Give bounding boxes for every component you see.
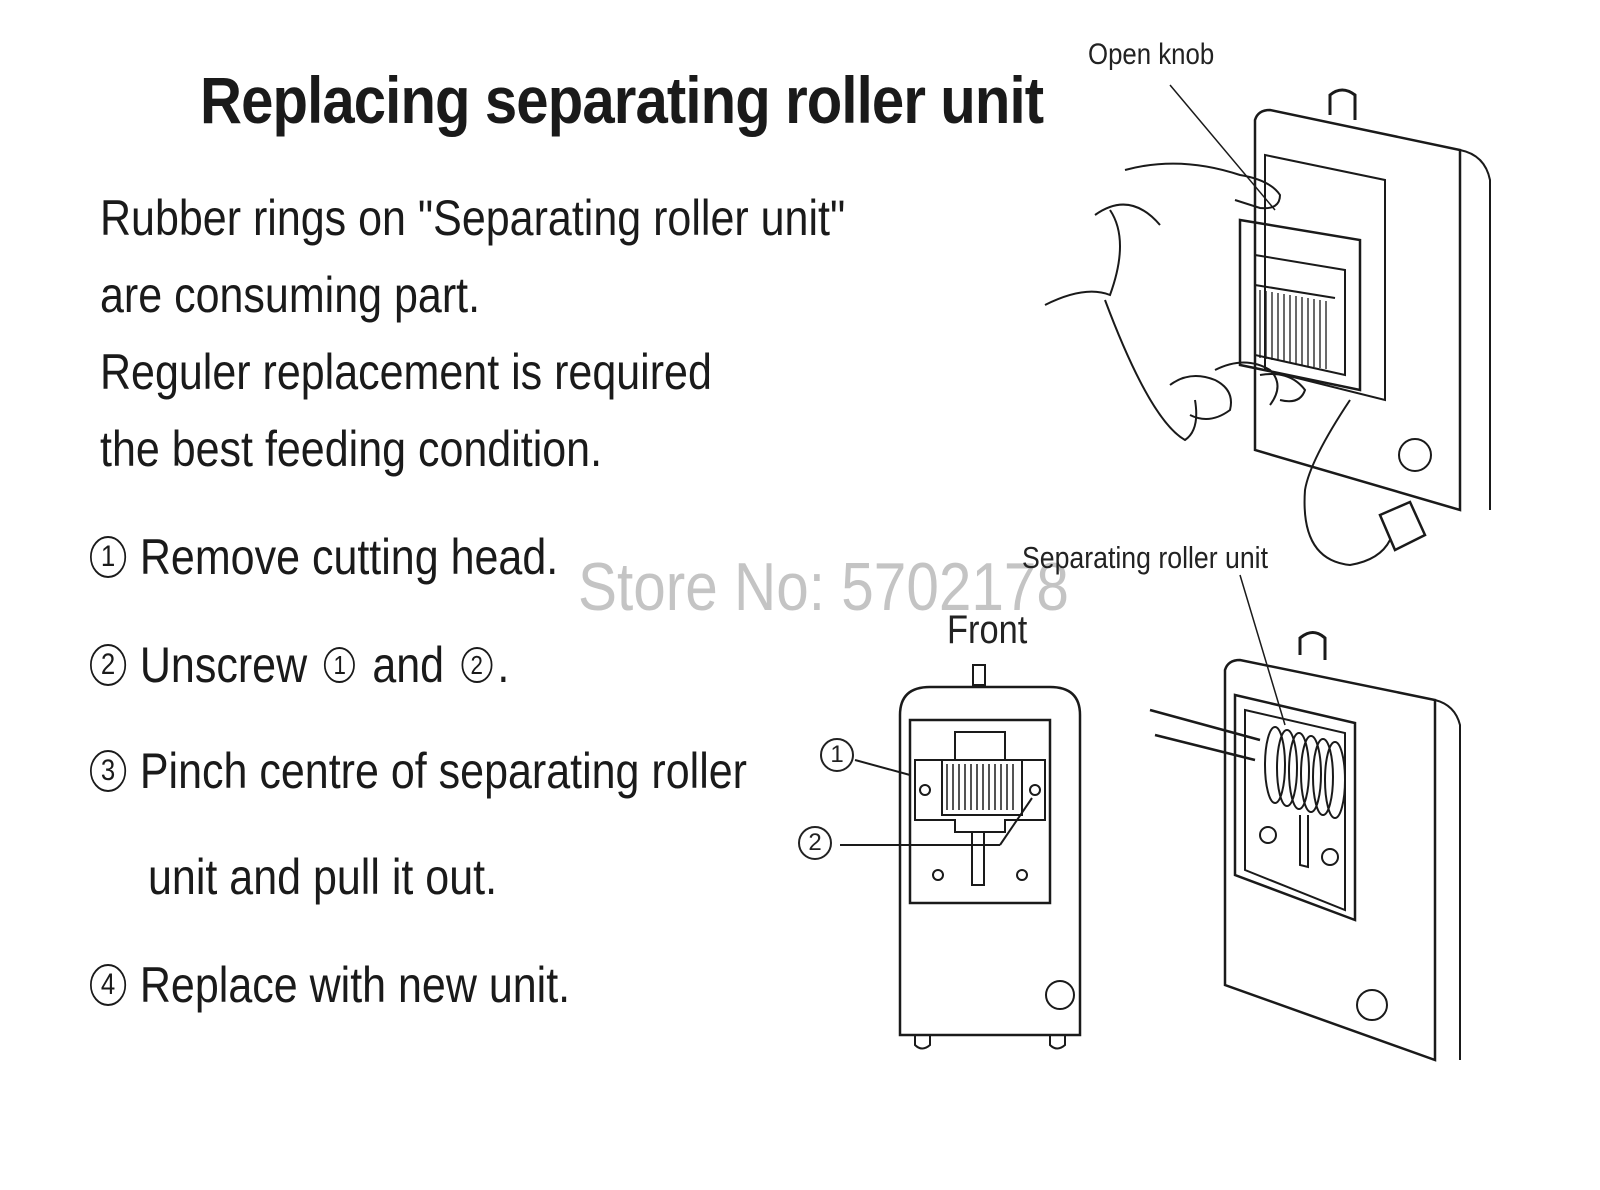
machine-body bbox=[1225, 660, 1435, 1060]
roller-top bbox=[1255, 285, 1335, 298]
hand-finger bbox=[1260, 374, 1305, 401]
roller-opening bbox=[1235, 695, 1355, 920]
hand-palm bbox=[1045, 210, 1120, 305]
hand-finger bbox=[1215, 363, 1278, 406]
screw-ref-badge: 1 bbox=[324, 646, 356, 683]
panel-frame bbox=[1265, 155, 1385, 400]
roller-lines bbox=[1260, 290, 1326, 369]
power-plug-icon bbox=[1380, 502, 1425, 550]
page-title: Replacing separating roller unit bbox=[200, 63, 1044, 137]
panel-inner bbox=[1255, 255, 1345, 375]
hand-finger bbox=[1105, 300, 1196, 440]
step-number-badge: 2 bbox=[90, 643, 127, 686]
step-4: 4 Replace with new unit. bbox=[90, 956, 570, 1014]
front-feet bbox=[915, 1035, 1065, 1049]
step-1: 1 Remove cutting head. bbox=[90, 528, 558, 586]
callout-2-badge: 2 bbox=[798, 826, 832, 860]
front-knob-icon bbox=[973, 665, 985, 685]
step-text: Unscrew bbox=[139, 637, 308, 693]
front-view-illustration bbox=[860, 660, 1100, 1055]
step-text: Replace with new unit. bbox=[139, 957, 571, 1013]
screw-icon bbox=[1260, 827, 1276, 843]
open-panel bbox=[1240, 220, 1360, 390]
front-panel bbox=[910, 720, 1050, 903]
callout-1-leader bbox=[855, 760, 910, 775]
screw-icon bbox=[920, 785, 930, 795]
power-switch-icon bbox=[1357, 990, 1387, 1020]
roller-frame bbox=[915, 732, 1045, 832]
intro-line: Rubber rings on "Separating roller unit" bbox=[100, 190, 846, 246]
roller-rings bbox=[947, 764, 1013, 810]
screw-icon bbox=[1322, 849, 1338, 865]
knob-icon bbox=[1300, 633, 1325, 661]
separating-roller-unit-label: Separating roller unit bbox=[1022, 540, 1269, 575]
store-watermark: Store No: 5702178 bbox=[578, 549, 1069, 625]
screw-icon bbox=[933, 870, 943, 880]
step-2: 2 Unscrew 1 and 2. bbox=[90, 636, 509, 694]
machine-side bbox=[1435, 700, 1460, 1060]
roller-stem bbox=[972, 832, 984, 885]
front-label: Front bbox=[947, 608, 1028, 652]
hand-finger bbox=[1170, 376, 1231, 419]
open-knob-label: Open knob bbox=[1088, 38, 1215, 71]
intro-line: Reguler replacement is required bbox=[100, 344, 712, 400]
intro-paragraph: Rubber rings on "Separating roller unit"… bbox=[100, 180, 845, 488]
open-knob-pointer bbox=[1170, 85, 1275, 210]
step-number-badge: 4 bbox=[90, 963, 127, 1006]
screw-icon bbox=[1030, 785, 1040, 795]
roller-coils bbox=[1265, 727, 1345, 818]
hand-thumb bbox=[1125, 164, 1280, 209]
front-body bbox=[900, 687, 1080, 1035]
open-knob-illustration bbox=[1030, 40, 1510, 570]
step-text: . bbox=[497, 637, 510, 693]
opening-inner bbox=[1245, 710, 1345, 910]
step-3: 3 Pinch centre of separating roller bbox=[90, 742, 747, 800]
intro-line: the best feeding condition. bbox=[100, 421, 603, 477]
pull-out-roller-illustration bbox=[1150, 575, 1490, 1065]
intro-line: are consuming part. bbox=[100, 267, 481, 323]
screw-ref-badge: 2 bbox=[461, 646, 493, 683]
callout-1-badge: 1 bbox=[820, 738, 854, 772]
roller-box bbox=[942, 760, 1022, 815]
separating-roller-pointer bbox=[1240, 575, 1285, 725]
step-number-badge: 1 bbox=[90, 535, 127, 578]
power-switch-icon bbox=[1046, 981, 1074, 1009]
power-switch-icon bbox=[1399, 439, 1431, 471]
screw-icon bbox=[1017, 870, 1027, 880]
hand-wrist bbox=[1095, 205, 1160, 225]
power-cable bbox=[1305, 400, 1390, 565]
callout-2-leader bbox=[1000, 798, 1032, 845]
step-text: and bbox=[372, 637, 445, 693]
machine-side bbox=[1460, 150, 1490, 510]
step-text: Remove cutting head. bbox=[139, 529, 559, 585]
machine-body bbox=[1255, 110, 1460, 510]
knob-icon bbox=[1330, 90, 1355, 120]
roller-stem bbox=[1300, 815, 1308, 867]
step-3-continuation: unit and pull it out. bbox=[148, 849, 498, 905]
step-text: Pinch centre of separating roller bbox=[139, 743, 747, 799]
step-number-badge: 3 bbox=[90, 749, 127, 792]
cutting-tool bbox=[1150, 710, 1260, 760]
